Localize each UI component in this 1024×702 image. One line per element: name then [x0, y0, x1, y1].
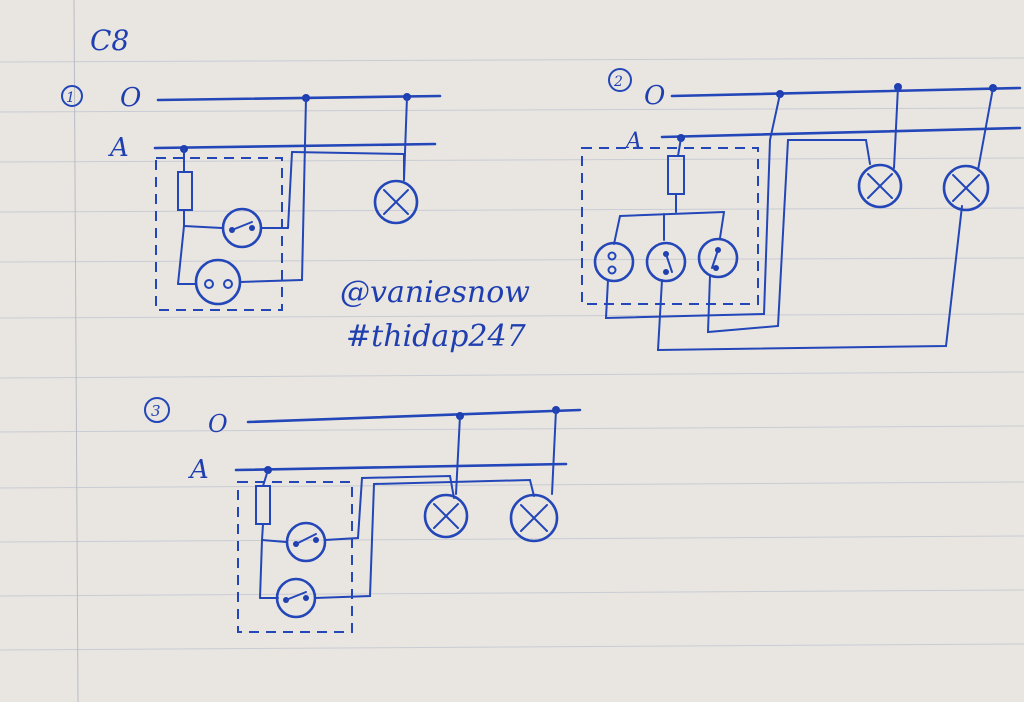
switch [275, 577, 317, 619]
phase-wire [153, 142, 437, 150]
diagram-number-circle [608, 68, 632, 92]
neutral-wire [246, 408, 582, 424]
neutral-label: O [644, 81, 665, 111]
neutral-label: O [120, 83, 141, 113]
switch [285, 521, 327, 563]
diagram-number: 3 [151, 402, 161, 420]
panel-box [581, 147, 759, 305]
phase-label: A [108, 133, 129, 163]
socket [194, 258, 242, 306]
lamp [942, 164, 990, 212]
diagram-number-circle [61, 85, 83, 107]
diagram-number: 1 [66, 90, 75, 106]
lamp [857, 163, 903, 209]
neutral-wire [156, 94, 442, 102]
lamp [423, 493, 469, 539]
diagram-number-circle [144, 397, 170, 423]
watermark-handle: @vaniesnow [340, 275, 530, 310]
panel-box [237, 481, 353, 633]
fuse [177, 171, 193, 211]
switch [697, 237, 739, 279]
switch [221, 207, 263, 249]
neutral-wire [670, 86, 1022, 98]
fuse [255, 485, 271, 525]
lamp [509, 493, 559, 543]
diagram-1: 1 O A [61, 83, 442, 311]
socket [593, 241, 635, 283]
phase-wire [660, 126, 1022, 139]
header-label: C8 [90, 24, 129, 57]
switch [645, 241, 687, 283]
watermark-hashtag: #thidap247 [346, 319, 527, 354]
phase-label: A [624, 129, 642, 154]
diagram-3: 3 O A [144, 397, 582, 633]
diagram-number: 2 [613, 74, 623, 90]
phase-label: A [188, 455, 209, 485]
diagram-2: 2 O A [581, 68, 1022, 352]
fuse [667, 155, 685, 195]
lamp [373, 179, 419, 225]
neutral-label: O [208, 410, 228, 438]
phase-wire [234, 462, 568, 472]
panel-box [155, 157, 283, 311]
